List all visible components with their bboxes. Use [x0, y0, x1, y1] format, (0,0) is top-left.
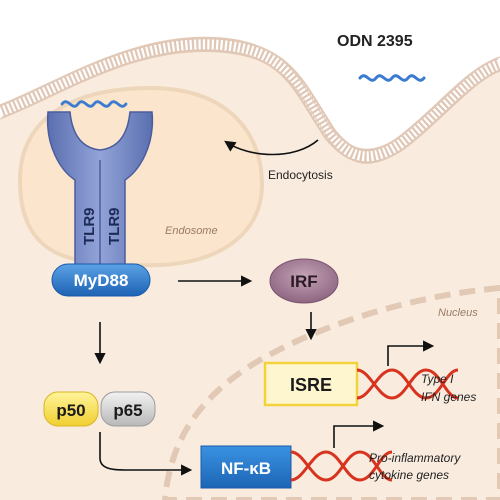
isre-label: ISRE: [290, 375, 332, 395]
endocytosis-arrow: [224, 139, 319, 156]
nfkb-transcription-arrow: [333, 420, 385, 448]
nucleus-label: Nucleus: [438, 307, 478, 319]
tlr9-left-label: TLR9: [81, 208, 98, 246]
tlr9-right-label: TLR9: [106, 208, 123, 246]
nfkb-box: [200, 445, 292, 489]
bound-odn-squiggle: [60, 100, 128, 108]
isre-box: [263, 361, 359, 407]
isre-transcription-arrow: [387, 340, 435, 366]
cell-membrane-lipids: [0, 39, 500, 162]
irf-label: IRF: [290, 272, 317, 291]
type1-ifn-line2: IFN genes: [421, 390, 476, 404]
odn-dna-squiggle: [358, 74, 426, 82]
ligand-label: ODN 2395: [337, 33, 413, 50]
nfkb-label: NF-κB: [221, 459, 271, 478]
p50p65-to-nfkb-arrow: [99, 432, 193, 476]
nfkb-dna-helix: [290, 450, 393, 482]
proinflammatory-line1: Pro-inflammatory: [369, 451, 461, 465]
type1-ifn-line1: Type I: [421, 372, 454, 386]
p65-label: p65: [113, 401, 142, 420]
endocytosis-label: Endocytosis: [268, 168, 333, 182]
cell-membrane-outline-top: [0, 36, 500, 150]
p50-label: p50: [56, 401, 85, 420]
endosome-label: Endosome: [165, 225, 218, 237]
isre-dna-helix: [356, 368, 459, 400]
proinflammatory-line2: cytokine genes: [369, 468, 449, 482]
myd88-label: MyD88: [74, 271, 129, 290]
irf-node: [269, 258, 339, 304]
p50-box: [43, 391, 99, 427]
cell-membrane-outline-bottom: [0, 50, 500, 164]
myd88-box: [51, 263, 151, 297]
p65-box: [100, 391, 156, 427]
